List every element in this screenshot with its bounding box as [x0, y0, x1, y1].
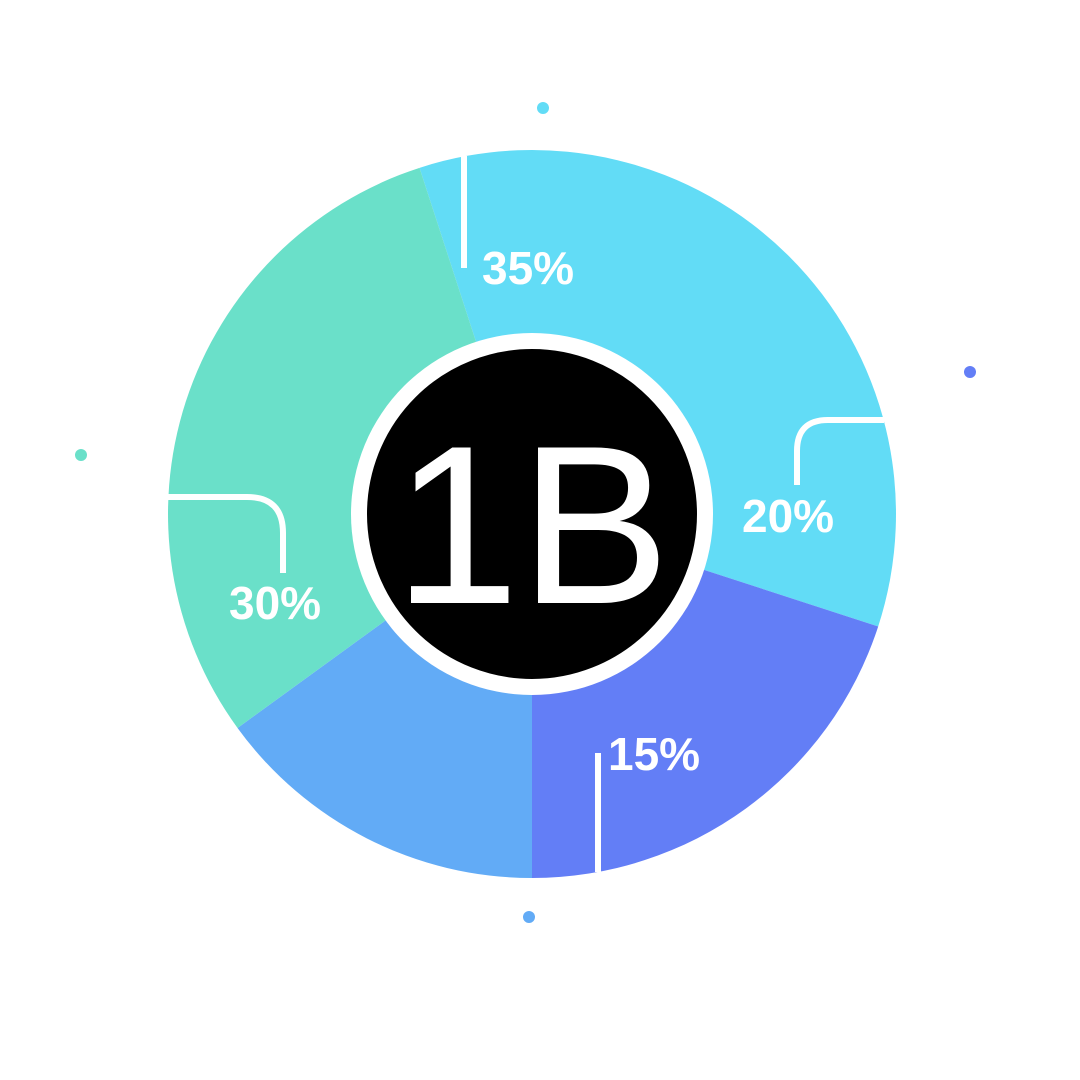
center-label: 1B	[394, 398, 670, 651]
slice-label-20: 20%	[742, 490, 834, 542]
dot-30	[75, 449, 87, 461]
center-fill	[367, 349, 697, 679]
slice-30	[168, 167, 533, 728]
decorative-dots	[75, 102, 976, 923]
dot-15	[523, 911, 535, 923]
slice-labels: 35% 20% 15% 30%	[229, 242, 834, 780]
center-disc: 1B	[351, 333, 713, 695]
connector-30	[168, 494, 286, 573]
slice-label-30: 30%	[229, 577, 321, 629]
label-connectors	[168, 156, 884, 872]
connector-20	[794, 417, 884, 485]
slice-label-35: 35%	[482, 242, 574, 294]
dot-35	[537, 102, 549, 114]
slice-label-15: 15%	[608, 728, 700, 780]
dot-20	[964, 366, 976, 378]
